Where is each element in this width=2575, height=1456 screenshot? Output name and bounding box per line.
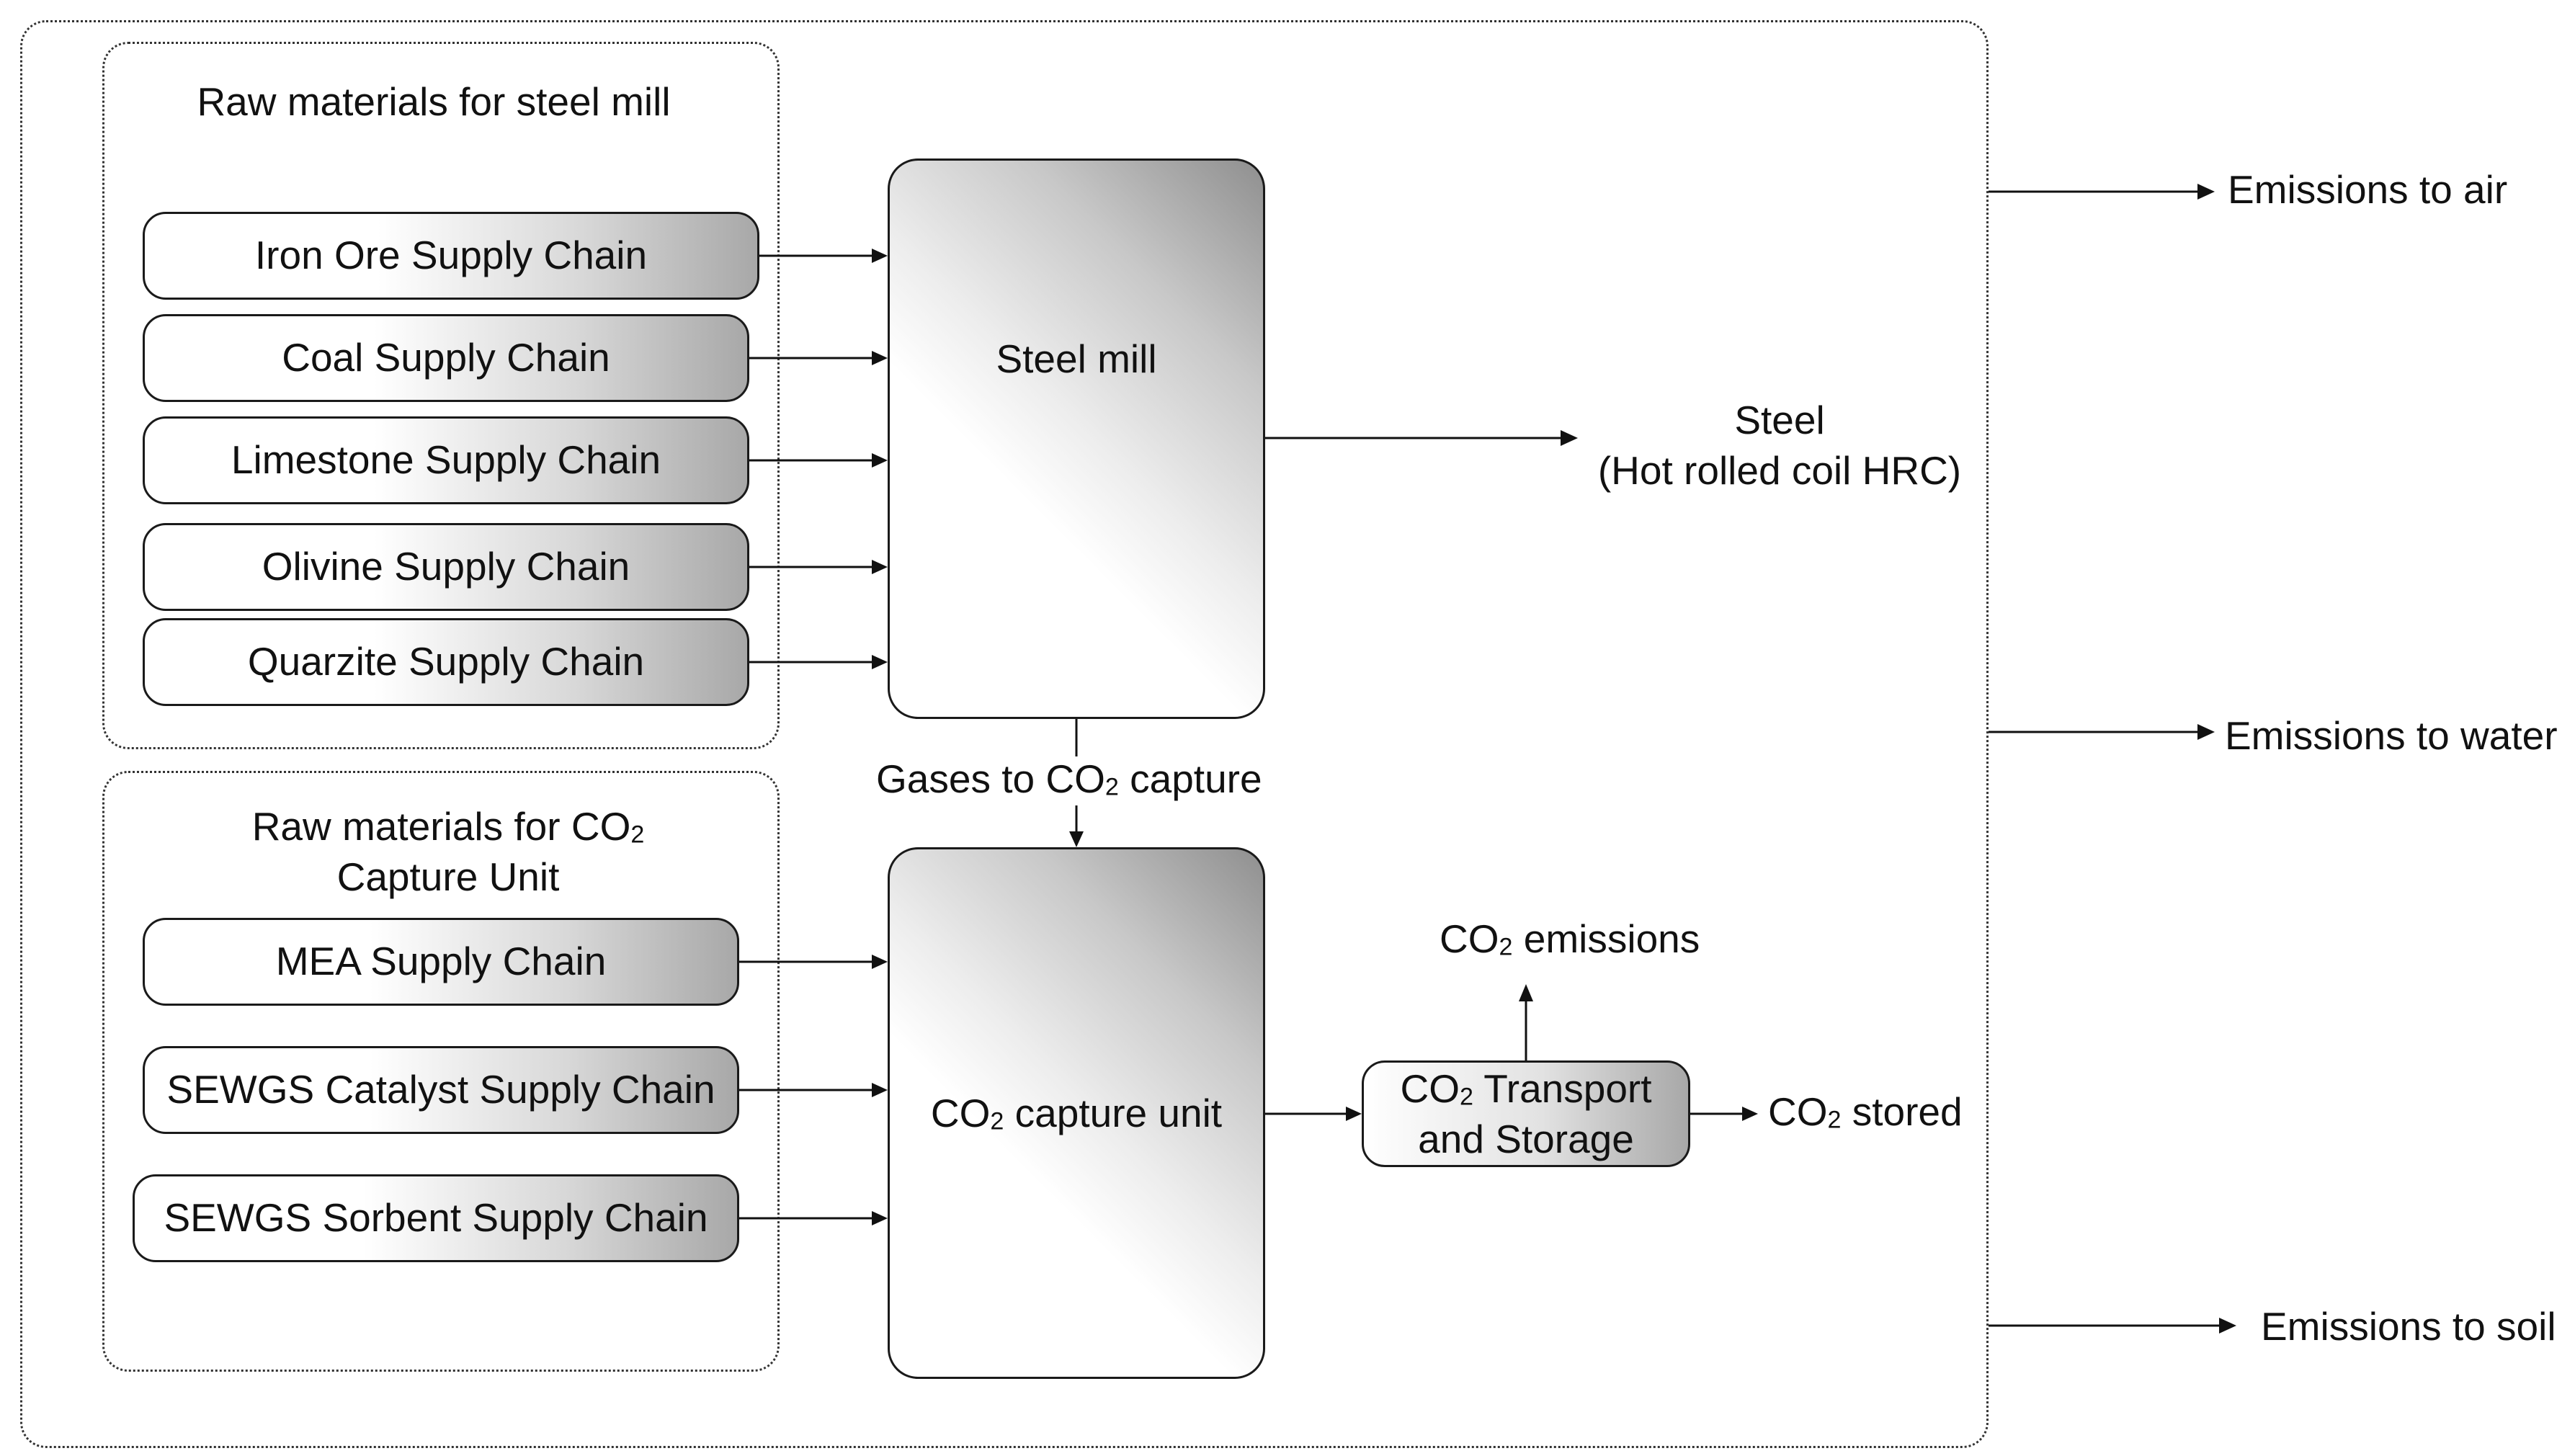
supply-chain-label: SEWGS Sorbent Supply Chain <box>164 1195 708 1241</box>
supply-chain-label: MEA Supply Chain <box>275 939 607 984</box>
supply-chain-label: Iron Ore Supply Chain <box>254 233 648 278</box>
arrowhead <box>872 955 888 969</box>
supply-chain-label: Olivine Supply Chain <box>262 544 630 589</box>
steel-raw-materials-group <box>102 42 780 749</box>
limestone-supply-chain: Limestone Supply Chain <box>143 416 749 504</box>
capture-raw-title-line2: Capture Unit <box>336 854 560 900</box>
arrowhead <box>872 249 888 263</box>
emissions-to-soil-label: Emissions to soil <box>2261 1304 2556 1349</box>
emissions-to-air-label: Emissions to air <box>2228 167 2508 212</box>
arrowhead <box>1742 1107 1758 1121</box>
steel-raw-materials-title: Raw materials for steel mill <box>102 76 765 127</box>
supply-chain-label: Quarzite Supply Chain <box>247 639 645 684</box>
steel-raw-materials-title-text: Raw materials for steel mill <box>197 79 671 124</box>
capture-raw-materials-group <box>102 771 780 1372</box>
olivine-supply-chain: Olivine Supply Chain <box>143 523 749 611</box>
arrowhead <box>2219 1318 2236 1334</box>
arrowhead <box>2197 184 2215 200</box>
co2-capture-unit-label: CO2 capture unit <box>930 1091 1223 1135</box>
steel-mill-box: Steel mill <box>888 158 1265 719</box>
steel-product-label: Steel (Hot rolled coil HRC) <box>1571 395 1989 496</box>
arrowhead <box>872 453 888 468</box>
arrowhead <box>872 1083 888 1097</box>
subscript-two: 2 <box>1827 1106 1842 1134</box>
arrowhead <box>872 560 888 574</box>
capture-raw-title-line1: Raw materials for CO <box>251 804 631 849</box>
subscript-two: 2 <box>990 1107 1004 1135</box>
supply-chain-label: Coal Supply Chain <box>282 335 610 380</box>
arrowhead <box>1069 831 1084 847</box>
quarzite-supply-chain: Quarzite Supply Chain <box>143 618 749 706</box>
steel-line1: Steel <box>1734 398 1825 442</box>
coal-supply-chain: Coal Supply Chain <box>143 314 749 402</box>
subscript-two: 2 <box>1459 1083 1473 1111</box>
arrowhead <box>1346 1107 1362 1121</box>
gases-to-co2-capture-label: Gases to CO2 capture <box>873 754 1265 805</box>
arrowhead <box>1519 984 1533 1001</box>
mea-supply-chain: MEA Supply Chain <box>143 918 739 1006</box>
arrowhead <box>2197 724 2215 740</box>
emissions-to-water-label: Emissions to water <box>2225 713 2558 758</box>
subscript-two: 2 <box>1104 773 1119 801</box>
transport-line1: CO2 Transport <box>1400 1066 1652 1111</box>
co2-capture-unit-box: CO2 capture unit <box>888 847 1265 1379</box>
system-boundary <box>20 20 1989 1448</box>
iron-ore-supply-chain: Iron Ore Supply Chain <box>143 212 759 300</box>
co2-emissions-label: CO2 emissions <box>1440 916 1700 961</box>
sewgs-sorbent-supply-chain: SEWGS Sorbent Supply Chain <box>133 1174 739 1262</box>
arrowhead <box>872 351 888 365</box>
steel-mill-label: Steel mill <box>996 336 1157 381</box>
supply-chain-label: Limestone Supply Chain <box>231 437 661 483</box>
arrowhead <box>1561 430 1578 446</box>
subscript-two: 2 <box>1499 933 1513 961</box>
co2-transport-storage-box: CO2 Transport and Storage <box>1362 1060 1690 1167</box>
transport-line2: and Storage <box>1418 1117 1634 1161</box>
supply-chain-label: SEWGS Catalyst Supply Chain <box>166 1067 715 1112</box>
sewgs-catalyst-supply-chain: SEWGS Catalyst Supply Chain <box>143 1046 739 1134</box>
capture-raw-materials-title: Raw materials for CO2 Capture Unit <box>102 801 794 903</box>
co2-stored-label: CO2 stored <box>1768 1089 1963 1134</box>
subscript-two: 2 <box>630 821 645 849</box>
arrowhead <box>872 1211 888 1225</box>
steel-line2: (Hot rolled coil HRC) <box>1597 448 1962 493</box>
arrowhead <box>872 655 888 669</box>
